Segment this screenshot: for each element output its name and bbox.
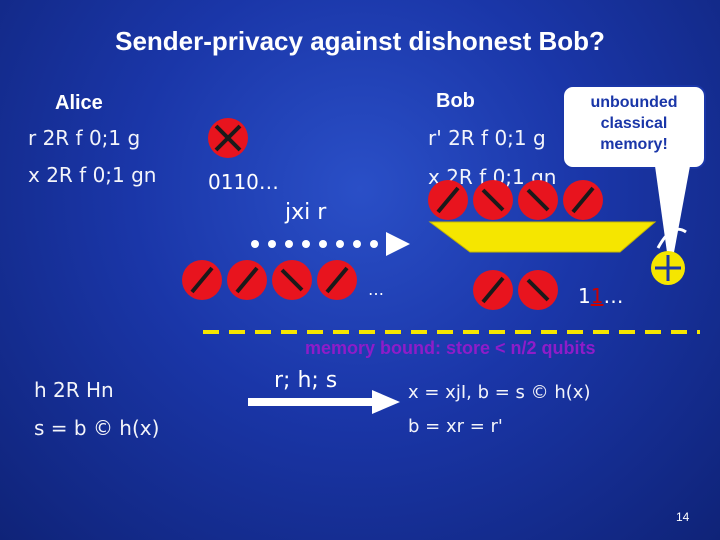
callout-text: unbounded classical memory!: [563, 92, 705, 155]
bob-label: Bob: [436, 90, 475, 112]
alice-masked-output: s = b © h(x): [34, 416, 160, 440]
callout-line-2: classical: [600, 115, 668, 132]
bob-result-suffix: …: [603, 284, 624, 308]
bob-random-choice-line: r' 2R f 0;1 g: [428, 126, 546, 150]
alice-qubit-row: [182, 260, 357, 300]
bob-measurement-result: 11…: [578, 284, 623, 308]
alice-string-line: x 2R f 0;1 gn: [28, 163, 157, 187]
transit-ellipsis: …: [368, 280, 384, 299]
callout-line-3: memory!: [600, 136, 668, 153]
bob-result-highlight: 1: [590, 284, 604, 308]
memory-bound-text: memory bound: store < n/2 qubits: [305, 338, 596, 358]
bob-computation-line-2: b = xr = r': [408, 416, 503, 437]
alice-bits: 0110…: [208, 170, 279, 194]
bob-computation-line-1: x = xjI, b = s © h(x): [408, 382, 591, 403]
memory-funnel: [428, 221, 657, 253]
callout-bubble: [562, 85, 706, 274]
slide-title: Sender-privacy against dishonest Bob?: [115, 26, 605, 56]
classical-channel-arrow: [248, 390, 400, 414]
measurement-icon: [651, 227, 687, 285]
alice-label: Alice: [55, 92, 103, 114]
alice-random-choice-line: r 2R f 0;1 g: [28, 126, 141, 150]
bob-result-prefix: 1: [578, 284, 591, 308]
qubit-state-ket: jxi r: [285, 200, 327, 225]
quantum-channel-arrow: [251, 232, 410, 256]
x-qubit: [208, 118, 248, 158]
alice-hash-choice: h 2R Hn: [34, 378, 114, 402]
bob-qubit-row-bottom: [473, 270, 558, 310]
bob-qubit-row-top: [428, 180, 603, 220]
page-number: 14: [676, 510, 690, 524]
sent-values: r; h; s: [274, 368, 338, 393]
callout-line-1: unbounded: [590, 94, 678, 111]
